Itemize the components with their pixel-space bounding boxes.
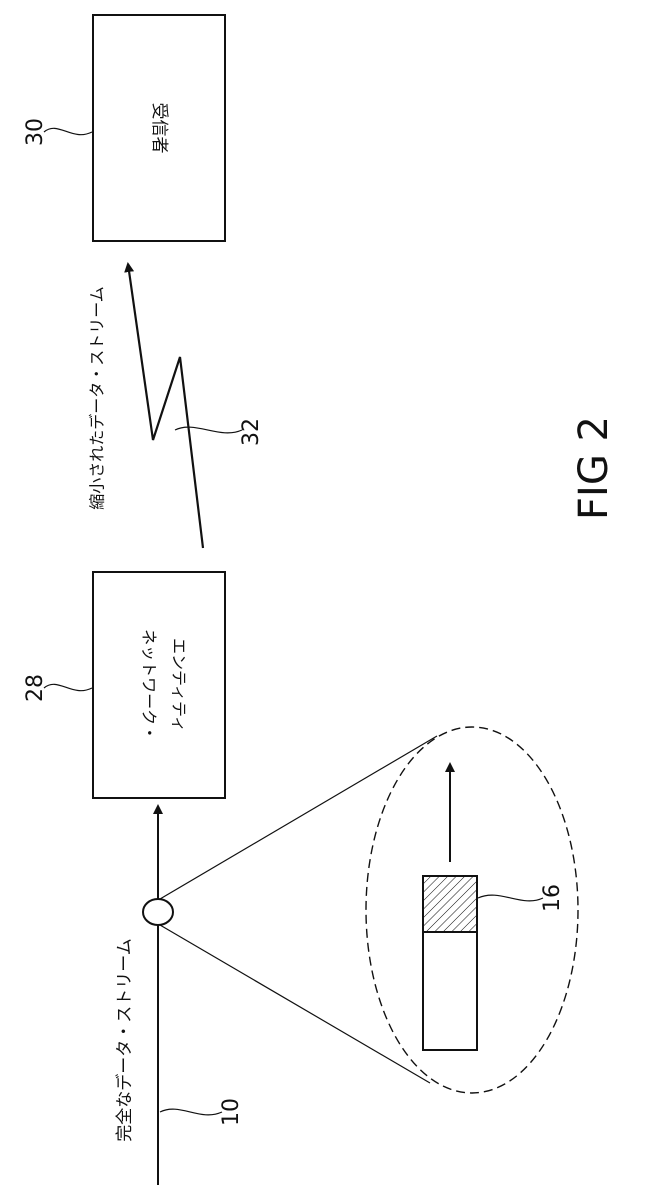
reduced-stream-arrow <box>128 264 203 548</box>
ref-10-label: 10 <box>219 1098 244 1126</box>
ref-10-leader <box>160 1109 222 1115</box>
zoom-line-lower <box>160 925 430 1083</box>
ref-28-leader <box>44 684 92 690</box>
zoom-line-upper <box>160 736 437 899</box>
full-stream-label: 完全なデータ・ストリーム <box>114 938 135 1142</box>
ref-32-leader <box>175 427 242 433</box>
ref-16-label: 16 <box>540 884 565 912</box>
ref-16-leader <box>478 895 543 901</box>
receiver-label: 受信者 <box>149 103 169 154</box>
ref-32-label: 32 <box>239 418 264 446</box>
ref-30-leader <box>44 128 92 134</box>
magnifier-circle <box>143 899 173 925</box>
network-entity-label-line1: ネットワーク・ <box>140 629 159 741</box>
packet-hatched-segment <box>423 876 477 932</box>
network-entity-label-line2: エンティティ <box>170 638 189 732</box>
reduced-stream-label: 縮小されたデータ・ストリーム <box>88 286 107 510</box>
figure-title: FIG 2 <box>571 416 617 520</box>
